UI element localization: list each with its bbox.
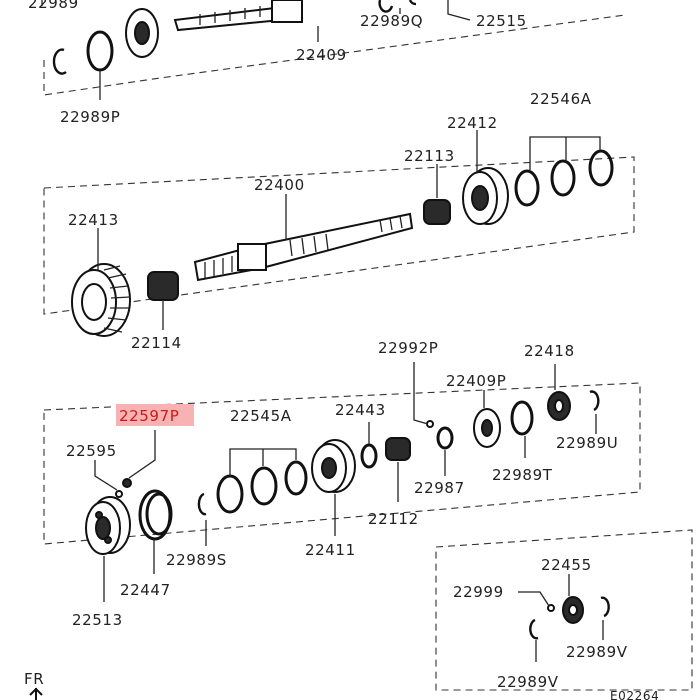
ring-22443 bbox=[360, 443, 378, 469]
gear-22513-hole-2 bbox=[104, 536, 112, 544]
snap-ring-22989v-right bbox=[600, 596, 610, 618]
label-22409: 22409 bbox=[296, 46, 347, 64]
label-22409p: 22409P bbox=[446, 372, 506, 390]
label-22989v-right: 22989V bbox=[566, 643, 628, 661]
synchro-ring-22545a-2 bbox=[250, 466, 278, 506]
synchro-ring-22546a-2 bbox=[550, 159, 576, 197]
figure-code: E02264 bbox=[610, 689, 659, 700]
mainshaft-22400-splines-right bbox=[379, 215, 403, 233]
label-22114: 22114 bbox=[131, 334, 182, 352]
synchro-ring-22545a-1 bbox=[216, 474, 244, 514]
leader-22999 bbox=[518, 591, 550, 607]
label-22515: 22515 bbox=[476, 12, 527, 30]
leader-22515 bbox=[447, 0, 471, 21]
label-22545a: 22545A bbox=[230, 407, 292, 425]
label-22595: 22595 bbox=[66, 442, 117, 460]
label-22400: 22400 bbox=[254, 176, 305, 194]
gear-22513-hole-1 bbox=[95, 511, 103, 519]
label-22455: 22455 bbox=[541, 556, 592, 574]
gear-22513-hub bbox=[95, 516, 111, 540]
bearing-22418-core bbox=[554, 399, 564, 413]
front-direction-label: FR bbox=[24, 670, 44, 688]
label-22113: 22113 bbox=[404, 147, 455, 165]
gear-22411-hub bbox=[321, 457, 337, 479]
label-22999: 22999 bbox=[453, 583, 504, 601]
snap-ring-22989v-left bbox=[529, 618, 539, 640]
gear-22413-hub bbox=[81, 283, 107, 321]
leader-22992p bbox=[413, 362, 429, 425]
label-22546a: 22546A bbox=[530, 90, 592, 108]
snap-ring-22989p bbox=[86, 30, 114, 72]
bearing-top-core bbox=[134, 21, 150, 45]
snap-ring-22989 bbox=[52, 48, 67, 75]
mainshaft-22400-splines-left bbox=[204, 256, 233, 278]
synchro-ring-22546a-1 bbox=[514, 169, 540, 207]
leader-22597p bbox=[128, 430, 156, 479]
spring-22595 bbox=[115, 490, 123, 498]
group-outline-top bbox=[43, 14, 626, 96]
needle-bearing-22114 bbox=[147, 271, 179, 301]
highlight-22597p bbox=[116, 404, 194, 426]
pin-22999 bbox=[547, 604, 555, 612]
label-22989t: 22989T bbox=[492, 466, 553, 484]
mainshaft-22400-collar bbox=[237, 243, 267, 271]
label-22989u: 22989U bbox=[556, 434, 618, 452]
clip-22989q bbox=[378, 0, 394, 13]
label-22412: 22412 bbox=[447, 114, 498, 132]
needle-bearing-22113 bbox=[423, 199, 451, 225]
bearing-22455-core bbox=[568, 604, 578, 616]
ball-22597p bbox=[122, 478, 132, 488]
label-22989-top: 22989 bbox=[28, 0, 79, 12]
label-22989v-left: 22989V bbox=[497, 673, 559, 691]
leader-22545a bbox=[229, 448, 297, 476]
synchro-ring-22546a-3 bbox=[588, 149, 614, 187]
label-22443: 22443 bbox=[335, 401, 386, 419]
label-22989p: 22989P bbox=[60, 108, 120, 126]
group-outline-reverse bbox=[435, 529, 693, 691]
label-22989s: 22989S bbox=[166, 551, 227, 569]
leader-22546a bbox=[529, 136, 601, 170]
label-22597p: 22597P bbox=[119, 407, 179, 425]
label-22987: 22987 bbox=[414, 479, 465, 497]
shaft-22409-splines bbox=[199, 6, 261, 25]
label-22989q: 22989Q bbox=[360, 12, 423, 30]
snap-ring-22989s bbox=[197, 492, 207, 516]
label-22411: 22411 bbox=[305, 541, 356, 559]
needle-bearing-22112 bbox=[385, 437, 411, 461]
gear-22412-hub bbox=[471, 185, 489, 211]
label-22992p: 22992P bbox=[378, 339, 438, 357]
front-direction-arrow-icon bbox=[29, 687, 43, 700]
gear-22413-teeth bbox=[103, 265, 131, 333]
label-22413: 22413 bbox=[68, 211, 119, 229]
leader-22595 bbox=[94, 460, 118, 491]
label-22447: 22447 bbox=[120, 581, 171, 599]
group-outline-countershaft bbox=[43, 382, 641, 545]
bearing-22409p-core bbox=[481, 419, 493, 437]
snap-ring-22989u bbox=[589, 390, 600, 412]
synchro-ring-22545a-3 bbox=[284, 460, 308, 496]
label-22418: 22418 bbox=[524, 342, 575, 360]
ring-22987 bbox=[436, 426, 454, 450]
label-22513: 22513 bbox=[72, 611, 123, 629]
label-22112: 22112 bbox=[368, 510, 419, 528]
gear-top bbox=[271, 0, 303, 23]
snap-ring-22989t bbox=[510, 400, 534, 436]
clip-22989q-2 bbox=[408, 0, 417, 6]
mainshaft-22400-splines-mid bbox=[289, 233, 329, 257]
group-outline-mainshaft bbox=[43, 156, 635, 315]
ring-22447-inner bbox=[145, 492, 173, 536]
